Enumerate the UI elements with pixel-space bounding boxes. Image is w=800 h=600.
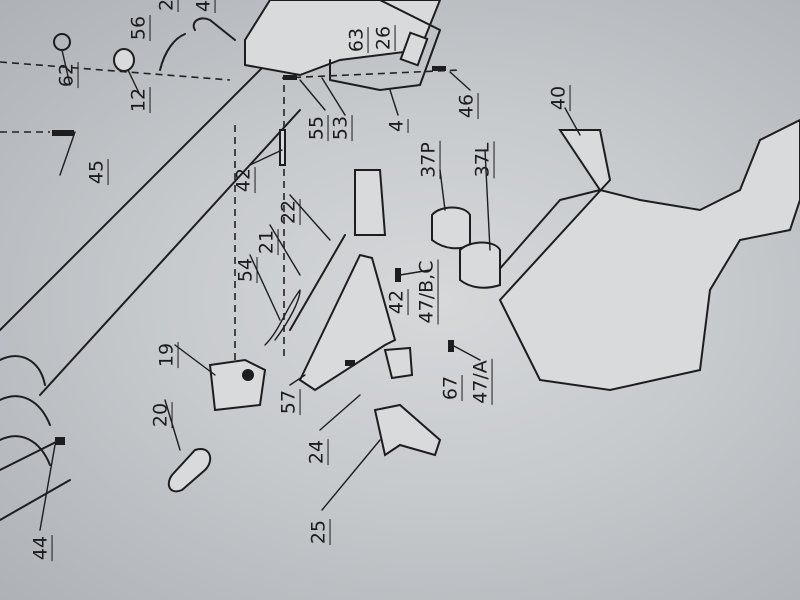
part-19-screw: [242, 369, 254, 381]
receiver-slot: [399, 31, 429, 67]
part-55-screw: [283, 75, 297, 80]
label-53: 53: [329, 114, 353, 142]
part-54-spring: [264, 289, 301, 346]
part-57-pin: [345, 360, 355, 366]
label-45: 45: [85, 158, 109, 186]
label-55: 55: [305, 114, 329, 142]
label-47a: 47/A: [469, 359, 493, 405]
part-37l: [459, 241, 501, 289]
label-2: 2: [156, 0, 179, 13]
receiver-block: [244, 0, 442, 77]
part-21-rod: [289, 234, 346, 331]
label-26: 26: [372, 24, 396, 52]
label-19: 19: [155, 341, 179, 369]
label-62: 62: [55, 61, 79, 89]
part-40-grip: [498, 118, 800, 392]
part-37p: [431, 206, 471, 250]
label-4-top: 4: [192, 0, 216, 14]
grip-edge: [489, 189, 601, 281]
label-21: 21: [255, 228, 279, 256]
label-24: 24: [305, 438, 329, 466]
part-62-ring: [53, 33, 71, 51]
label-44: 44: [29, 534, 53, 562]
part-47bc-screw: [395, 268, 401, 282]
label-57: 57: [277, 388, 301, 416]
label-67: 67: [439, 374, 463, 402]
label-40: 40: [547, 84, 571, 112]
barrel-outline: [0, 59, 301, 396]
part-24-lever: [383, 346, 414, 380]
label-63: 63: [345, 26, 369, 54]
receiver-side: [329, 0, 441, 91]
part-12-knob: [113, 48, 135, 72]
label-4: 4: [385, 118, 409, 134]
part-46-screw: [432, 66, 446, 71]
part-44-screw: [55, 437, 65, 445]
part-22-sear: [354, 169, 387, 236]
label-37p: 37P: [417, 141, 441, 179]
label-47bc: 47/B,C: [415, 259, 439, 325]
part-45-screw: [52, 130, 74, 136]
label-25: 25: [307, 518, 331, 546]
label-56: 56: [127, 14, 151, 42]
part-19-block: [208, 358, 267, 412]
barrel-rings: [0, 355, 51, 466]
label-37l: 37L: [471, 141, 495, 179]
part-56-spring-clip: [159, 33, 186, 71]
label-54: 54: [234, 256, 258, 284]
part-20-plug: [167, 448, 212, 493]
lower-tube: [0, 439, 71, 521]
label-46: 46: [455, 92, 479, 120]
label-20: 20: [149, 401, 173, 429]
trigger-housing-plate: [298, 253, 397, 392]
assembly-lines: [0, 61, 461, 370]
label-22: 22: [277, 198, 301, 226]
leader-lines: [39, 49, 581, 531]
label-12: 12: [127, 86, 151, 114]
part-hook: [192, 17, 236, 41]
part-47a-screw: [448, 340, 454, 352]
part-42-pin: [279, 129, 286, 166]
label-42: 42: [385, 288, 409, 316]
label-42-top: 42: [232, 166, 256, 194]
part-25-trigger: [373, 403, 442, 457]
